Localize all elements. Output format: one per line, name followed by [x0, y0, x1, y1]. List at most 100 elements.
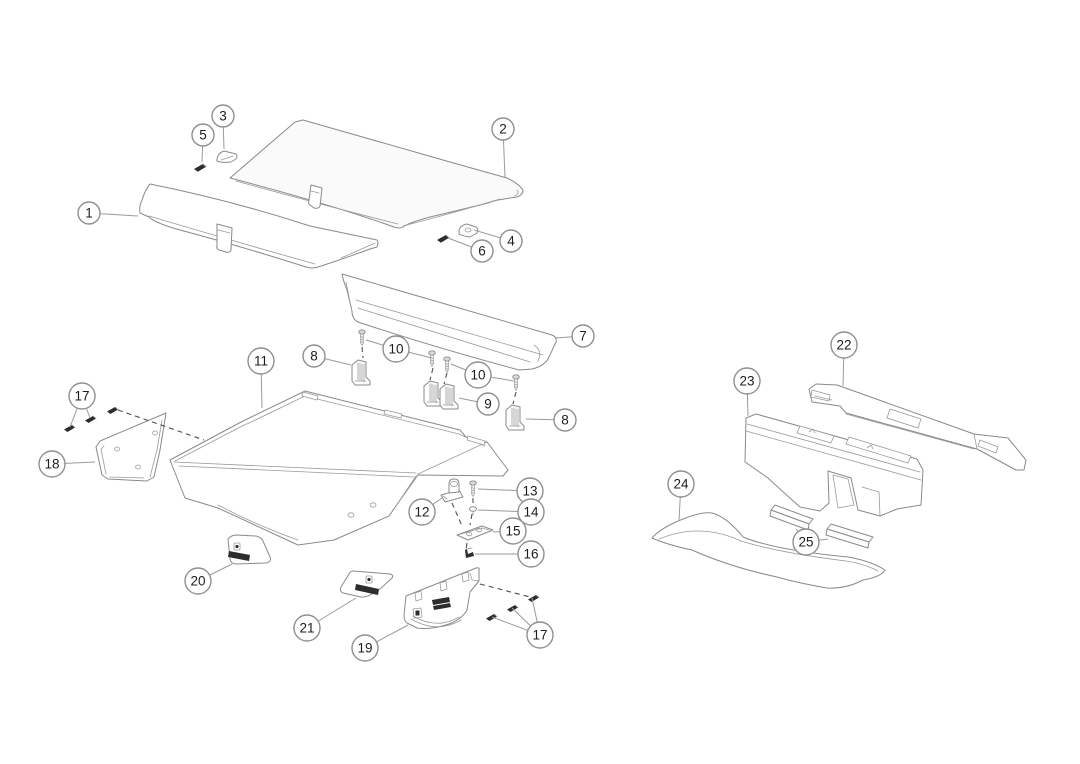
- callout-circle[interactable]: [830, 331, 858, 359]
- part-23-support-panel: [744, 413, 924, 517]
- callout-number: 20: [190, 574, 205, 589]
- part-callout-21[interactable]: 21: [293, 614, 321, 642]
- callout-number: 6: [478, 244, 486, 259]
- part-8-bracket-left: [351, 359, 371, 386]
- assembly-alignment-dashed-line: [361, 346, 364, 359]
- part-3-clip: [216, 150, 238, 163]
- callout-number: 5: [199, 128, 207, 143]
- part-callout-24[interactable]: 24: [667, 470, 695, 498]
- part-callout-22[interactable]: 22: [830, 331, 858, 359]
- callout-circle[interactable]: [211, 104, 235, 128]
- callout-number: 2: [499, 122, 507, 137]
- callout-number: 23: [739, 374, 754, 389]
- part-callout-12[interactable]: 12: [408, 498, 436, 526]
- callout-number: 9: [484, 397, 492, 412]
- callout-circle[interactable]: [499, 517, 527, 545]
- callout-circle[interactable]: [382, 335, 410, 363]
- assembly-alignment-dashed-line: [469, 513, 473, 526]
- callout-circle[interactable]: [553, 408, 577, 432]
- callout-number: 3: [219, 109, 227, 124]
- part-2-shelf-panel: [229, 119, 524, 229]
- callout-number: 10: [470, 368, 485, 383]
- part-1-shelf-panel: [139, 183, 379, 269]
- part-callout-20[interactable]: 20: [184, 567, 212, 595]
- part-13-screw: [469, 480, 477, 497]
- callout-circle[interactable]: [247, 347, 275, 375]
- part-callout-3[interactable]: 3: [211, 104, 235, 128]
- assembly-alignment-dashed-line: [465, 542, 468, 551]
- part-4-clip: [458, 223, 479, 238]
- part-callout-19[interactable]: 19: [351, 634, 379, 662]
- part-callout-13[interactable]: 13: [516, 477, 544, 505]
- part-callout-11[interactable]: 11: [247, 347, 275, 375]
- part-24-cover: [651, 512, 886, 589]
- part-callout-16[interactable]: 16: [517, 540, 545, 568]
- part-7-sill-trim: [341, 273, 557, 371]
- callout-circle[interactable]: [792, 528, 820, 556]
- assembly-alignment-dashed-line: [443, 372, 448, 385]
- part-callout-4[interactable]: 4: [499, 229, 523, 253]
- part-callout-25[interactable]: 25: [792, 528, 820, 556]
- part-18-side-panel: [95, 412, 167, 482]
- callout-circle[interactable]: [184, 567, 212, 595]
- callout-number: 17: [74, 389, 89, 404]
- callout-number: 7: [579, 329, 587, 344]
- callout-number: 10: [388, 342, 403, 357]
- part-callout-9[interactable]: 9: [476, 392, 500, 416]
- part-9-bracket-pair: [423, 380, 459, 410]
- part-callout-17[interactable]: 17: [68, 382, 96, 410]
- part-callout-23[interactable]: 23: [733, 367, 761, 395]
- callout-circle[interactable]: [464, 361, 492, 389]
- part-callout-5[interactable]: 5: [191, 123, 215, 147]
- callout-circle[interactable]: [191, 123, 215, 147]
- callout-circle[interactable]: [408, 498, 436, 526]
- part-callout-2[interactable]: 2: [491, 117, 515, 141]
- part-callout-8[interactable]: 8: [302, 344, 326, 368]
- callout-circle[interactable]: [68, 382, 96, 410]
- part-callout-6[interactable]: 6: [470, 239, 494, 263]
- part-callout-7[interactable]: 7: [571, 324, 595, 348]
- callout-number: 8: [310, 349, 318, 364]
- callout-circle[interactable]: [526, 621, 554, 649]
- part-callout-10[interactable]: 10: [382, 335, 410, 363]
- callout-circle[interactable]: [476, 392, 500, 416]
- callout-circle[interactable]: [491, 117, 515, 141]
- callout-circle[interactable]: [517, 498, 545, 526]
- callout-circle[interactable]: [667, 470, 695, 498]
- callout-number: 12: [414, 505, 429, 520]
- callout-circle[interactable]: [470, 239, 494, 263]
- part-callout-14[interactable]: 14: [517, 498, 545, 526]
- part-callout-1[interactable]: 1: [77, 201, 101, 225]
- callout-circle[interactable]: [571, 324, 595, 348]
- callout-circle[interactable]: [499, 229, 523, 253]
- callout-circle[interactable]: [302, 344, 326, 368]
- part-callout-15[interactable]: 15: [499, 517, 527, 545]
- callout-circle[interactable]: [38, 450, 66, 478]
- assembly-alignment-dashed-line: [117, 409, 205, 441]
- callout-number: 24: [673, 477, 689, 492]
- callout-circle[interactable]: [733, 367, 761, 395]
- assembly-alignment-dashed-line: [512, 391, 517, 405]
- part-8-bracket-right: [505, 404, 525, 431]
- callout-circle[interactable]: [77, 201, 101, 225]
- part-callout-10[interactable]: 10: [464, 361, 492, 389]
- part-21-corner-trim: [339, 570, 394, 598]
- assembly-alignment-dashed-line: [429, 367, 434, 381]
- part-22-tray: [808, 383, 1027, 471]
- callout-number: 17: [532, 628, 547, 643]
- part-callout-18[interactable]: 18: [38, 450, 66, 478]
- part-19-trim-panel: [403, 567, 480, 629]
- part-6-clip: [436, 234, 450, 244]
- callout-number: 16: [523, 547, 538, 562]
- callout-number: 22: [836, 338, 851, 353]
- callout-number: 11: [254, 354, 268, 369]
- part-15-striker-plate: [456, 525, 494, 541]
- part-callout-8[interactable]: 8: [553, 408, 577, 432]
- callout-circle[interactable]: [517, 540, 545, 568]
- callout-circle[interactable]: [293, 614, 321, 642]
- callout-circle[interactable]: [351, 634, 379, 662]
- part-callout-17[interactable]: 17: [526, 621, 554, 649]
